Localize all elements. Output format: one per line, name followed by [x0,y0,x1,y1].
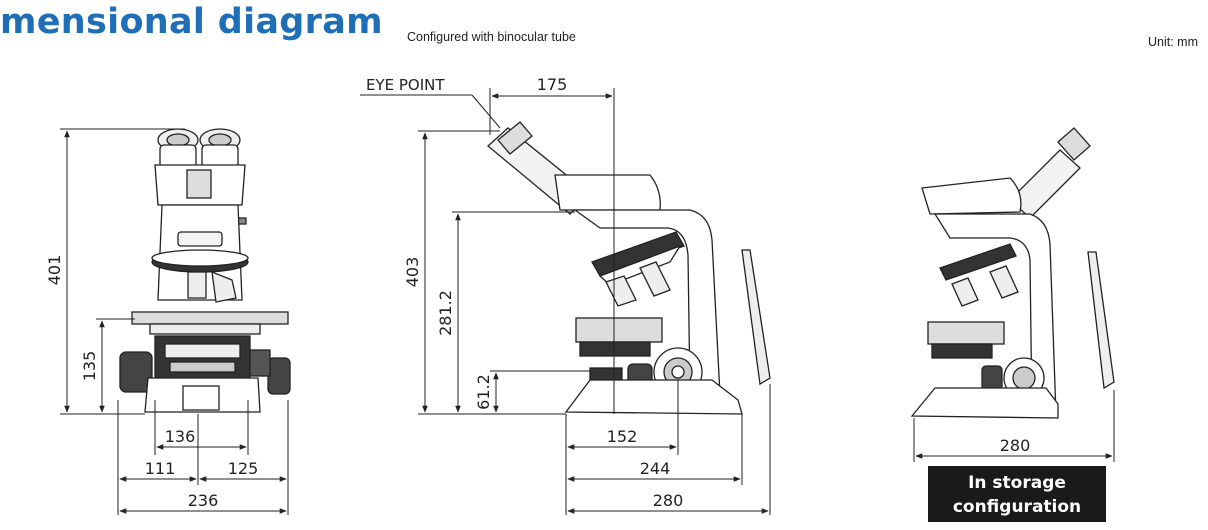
front-height-135: 135 [80,351,99,382]
front-width-111: 111 [145,459,176,478]
side-height-403: 403 [403,257,422,288]
front-dimension-lines [60,128,289,515]
storage-badge: In storage configuration [928,466,1106,522]
front-height-401: 401 [45,255,64,286]
eye-point-label: EYE POINT [366,76,445,94]
storage-badge-line1: In storage [968,473,1066,493]
storage-dimension-lines [913,390,1115,462]
side-height-281-2: 281.2 [436,290,455,336]
side-depth-280: 280 [653,491,684,510]
front-microscope-drawing [119,128,291,413]
storage-microscope-drawing [910,127,1115,419]
front-width-236: 236 [188,491,219,510]
unit-label: Unit: mm [1148,35,1198,49]
storage-depth-280: 280 [1000,436,1031,455]
side-dimension-lines [360,88,771,515]
side-depth-152: 152 [607,427,638,446]
side-view: EYE POINT 175 403 281.2 61.2 152 244 280 [360,75,771,515]
front-width-136: 136 [165,427,196,446]
side-height-61-2: 61.2 [474,374,493,410]
side-microscope-drawing [487,121,771,415]
storage-badge-line2: configuration [953,497,1081,517]
front-view: 401 135 136 111 125 236 [45,128,291,515]
page-title: mensional diagram [0,2,383,42]
diagram-subtitle: Configured with binocular tube [407,30,576,44]
front-width-125: 125 [228,459,259,478]
storage-view: 280 In storage configuration [910,127,1115,522]
side-depth-244: 244 [640,459,671,478]
side-eye-offset-175: 175 [537,75,568,94]
